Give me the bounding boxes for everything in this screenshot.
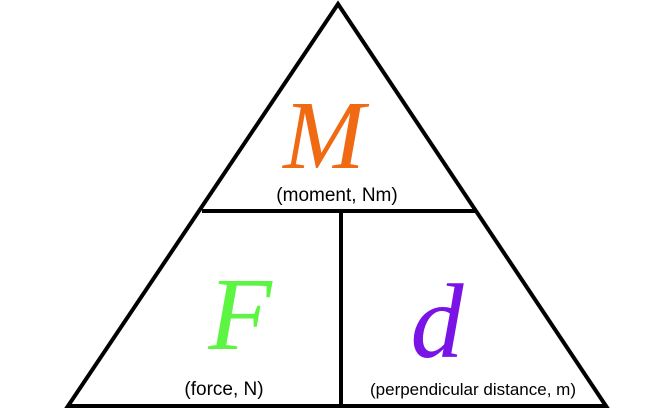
moment-caption: (moment, Nm) — [276, 185, 397, 206]
force-symbol: F — [207, 257, 273, 372]
force-caption: (force, N) — [184, 379, 263, 400]
distance-caption: (perpendicular distance, m) — [370, 380, 576, 399]
triangle-outline — [64, 0, 610, 408]
moment-symbol: M — [281, 82, 370, 190]
distance-symbol: d — [411, 263, 465, 380]
